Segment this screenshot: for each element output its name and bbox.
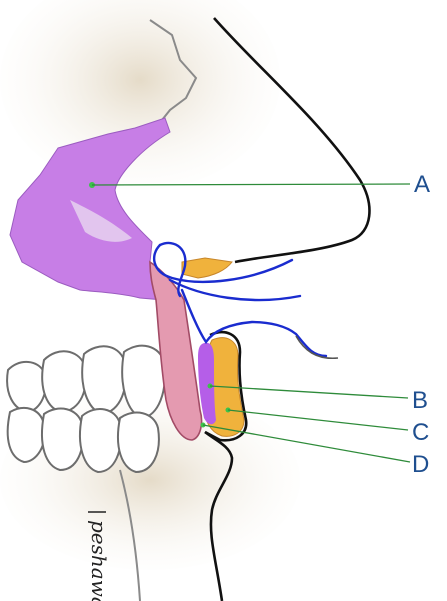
label-b: B xyxy=(412,387,428,414)
nerve-hook xyxy=(296,336,338,358)
nasal-fat-pad xyxy=(182,258,232,278)
artist-signature: peshawa xyxy=(87,520,111,601)
label-c: C xyxy=(412,419,429,446)
label-a: A xyxy=(414,171,430,198)
face-shading xyxy=(0,0,280,190)
label-d: D xyxy=(412,451,429,478)
